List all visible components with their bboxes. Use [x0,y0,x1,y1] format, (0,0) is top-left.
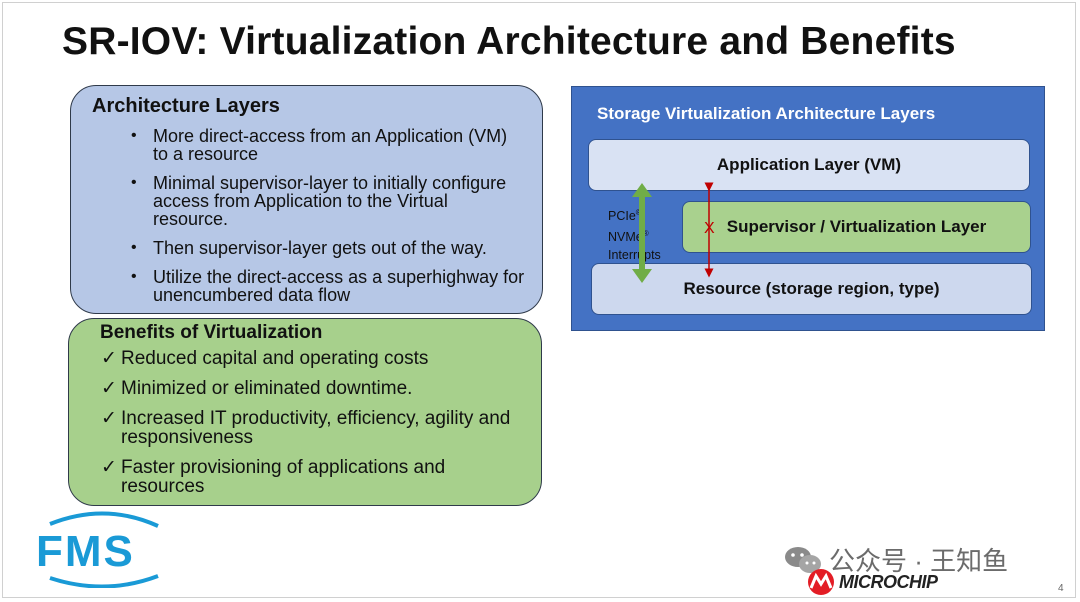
benefit-item: ✓Faster provisioning of applications and… [101,457,446,497]
benefits-box: Benefits of Virtualization ✓Reduced capi… [68,318,542,506]
check-icon: ✓ [101,348,117,369]
bullet-icon: • [131,239,137,256]
nvme-label: NVMe® [608,229,649,245]
fms-logo: FMS [30,508,175,593]
wechat-watermark: 公众号 · 王知鱼 [783,541,1008,578]
check-icon: ✓ [101,457,117,478]
bullet-icon: • [131,268,137,285]
benefit-item: ✓Minimized or eliminated downtime. [101,378,413,399]
microchip-logo: MICROCHIP [806,569,938,595]
blocked-x-icon: X [704,220,715,237]
wechat-icon [785,546,821,573]
pcie-label: PCIe® [608,208,642,224]
check-icon: ✓ [101,408,117,429]
architecture-bullet: •Utilize the direct-access as a superhig… [131,267,525,305]
benefit-item: ✓Increased IT productivity, efficiency, … [101,408,511,448]
architecture-bullet: •More direct-access from an Application … [131,126,508,164]
architecture-layers-box: Architecture Layers •More direct-access … [70,85,543,314]
svg-text:FMS: FMS [36,527,135,576]
page-number: 4 [1058,583,1064,594]
resource-layer: Resource (storage region, type) [591,263,1032,315]
protocol-labels: PCIe® NVMe® Interrupts [608,204,678,264]
application-layer: Application Layer (VM) [588,139,1030,191]
architecture-bullet: •Then supervisor-layer gets out of the w… [131,238,487,258]
diagram-title: Storage Virtualization Architecture Laye… [597,104,936,123]
slide-title: SR-IOV: Virtualization Architecture and … [62,20,956,63]
architecture-bullet: •Minimal supervisor-layer to initially c… [131,173,507,229]
interrupts-label: Interrupts [608,248,661,263]
bullet-icon: • [131,127,137,144]
supervisor-layer: Supervisor / Virtualization Layer [682,201,1031,253]
microchip-icon [808,569,834,595]
architecture-bullet-list: •More direct-access from an Application … [127,127,527,315]
benefit-item: ✓Reduced capital and operating costs [101,348,429,369]
architecture-heading: Architecture Layers [92,95,280,117]
direct-access-arrow-icon [632,183,652,283]
storage-virtualization-diagram: Storage Virtualization Architecture Laye… [571,86,1045,331]
diagram-arrows [632,182,714,283]
check-icon: ✓ [101,378,117,399]
benefits-heading: Benefits of Virtualization [100,322,323,343]
bullet-icon: • [131,174,137,191]
benefits-list: ✓Reduced capital and operating costs ✓Mi… [101,349,521,507]
